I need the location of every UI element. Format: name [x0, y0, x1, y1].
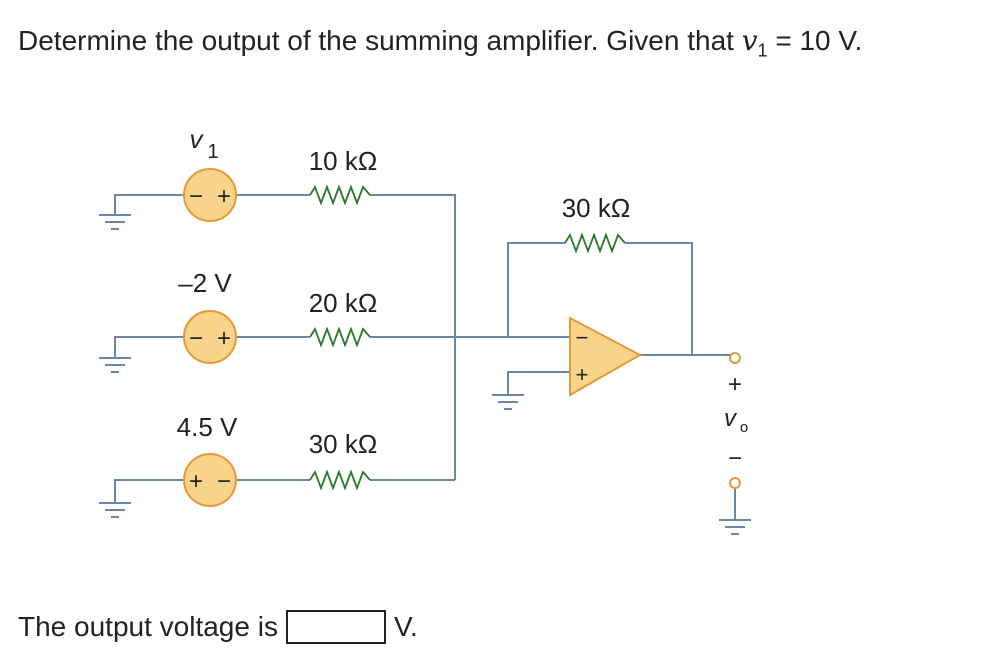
wire-source1-ground	[114, 194, 184, 215]
component-labels: v 1 –2 V 4.5 V 10 kΩ 20 kΩ 30 kΩ 30 kΩ	[177, 124, 631, 459]
op-amp-inverting-sign: −	[576, 325, 589, 350]
source-1: − +	[183, 168, 237, 222]
wire-feedback-left	[507, 242, 565, 337]
resistor-r1-icon	[309, 184, 371, 206]
answer-input[interactable]	[285, 610, 386, 644]
output-plus: +	[728, 371, 742, 398]
op-amp-noninverting-sign: +	[576, 362, 589, 387]
source2-plus: +	[217, 325, 231, 352]
output-minus: −	[728, 445, 742, 472]
wire-source2-ground	[114, 336, 184, 358]
summing-amplifier-circuit: − + − + + − − + + v o − v 1 –2 V 4.5 V 1…	[99, 124, 751, 535]
ground-icon	[719, 519, 751, 535]
voltage-source-1-icon	[183, 168, 237, 222]
wire-noninverting-ground	[507, 371, 570, 395]
ground-icon	[99, 357, 131, 373]
question-suffix: = 10 V.	[767, 25, 863, 56]
wire-feedback-right	[625, 242, 693, 355]
output-terminal-bottom-icon	[729, 477, 741, 489]
output-terminal-top-icon	[729, 352, 741, 364]
wire-source3-ground	[114, 479, 184, 503]
r1-label: 10 kΩ	[309, 146, 378, 176]
output-terminals: + v o −	[724, 352, 748, 489]
output-label-subscript: o	[740, 419, 748, 436]
voltage-source-2-icon	[183, 310, 237, 364]
source3-minus: −	[217, 468, 231, 495]
op-amp-icon	[569, 316, 643, 397]
ground-icon	[492, 394, 524, 410]
source1-label-subscript: 1	[207, 141, 218, 163]
wires	[114, 194, 736, 520]
rf-label: 30 kΩ	[562, 193, 631, 223]
answer-prefix: The output voltage is	[18, 611, 278, 642]
resistors	[309, 184, 626, 491]
source-2: − +	[183, 310, 237, 364]
wire-summing-bus	[370, 194, 456, 480]
question-prefix: Determine the output of the summing ampl…	[18, 25, 742, 56]
resistor-r2-icon	[309, 326, 371, 348]
ground-icon	[99, 502, 131, 518]
question-variable-subscript: 1	[757, 40, 768, 61]
question-text: Determine the output of the summing ampl…	[18, 24, 862, 62]
question-variable: v	[741, 24, 758, 57]
source1-plus: +	[217, 183, 231, 210]
answer-row: The output voltage is V.	[18, 610, 418, 644]
source2-label: –2 V	[178, 268, 232, 298]
op-amp: − +	[569, 316, 643, 397]
source1-label: v	[190, 124, 205, 154]
output-label: v	[724, 405, 738, 432]
source3-plus: +	[189, 468, 203, 495]
ground-symbols	[99, 214, 751, 535]
resistor-rf-icon	[564, 232, 626, 254]
source1-minus: −	[189, 183, 203, 210]
r3-label: 30 kΩ	[309, 429, 378, 459]
answer-unit: V.	[393, 611, 418, 642]
source2-minus: −	[189, 325, 203, 352]
source-3: + −	[183, 453, 237, 507]
ground-icon	[99, 214, 131, 230]
voltage-source-3-icon	[183, 453, 237, 507]
source3-label: 4.5 V	[177, 412, 238, 442]
resistor-r3-icon	[309, 469, 371, 491]
r2-label: 20 kΩ	[309, 288, 378, 318]
